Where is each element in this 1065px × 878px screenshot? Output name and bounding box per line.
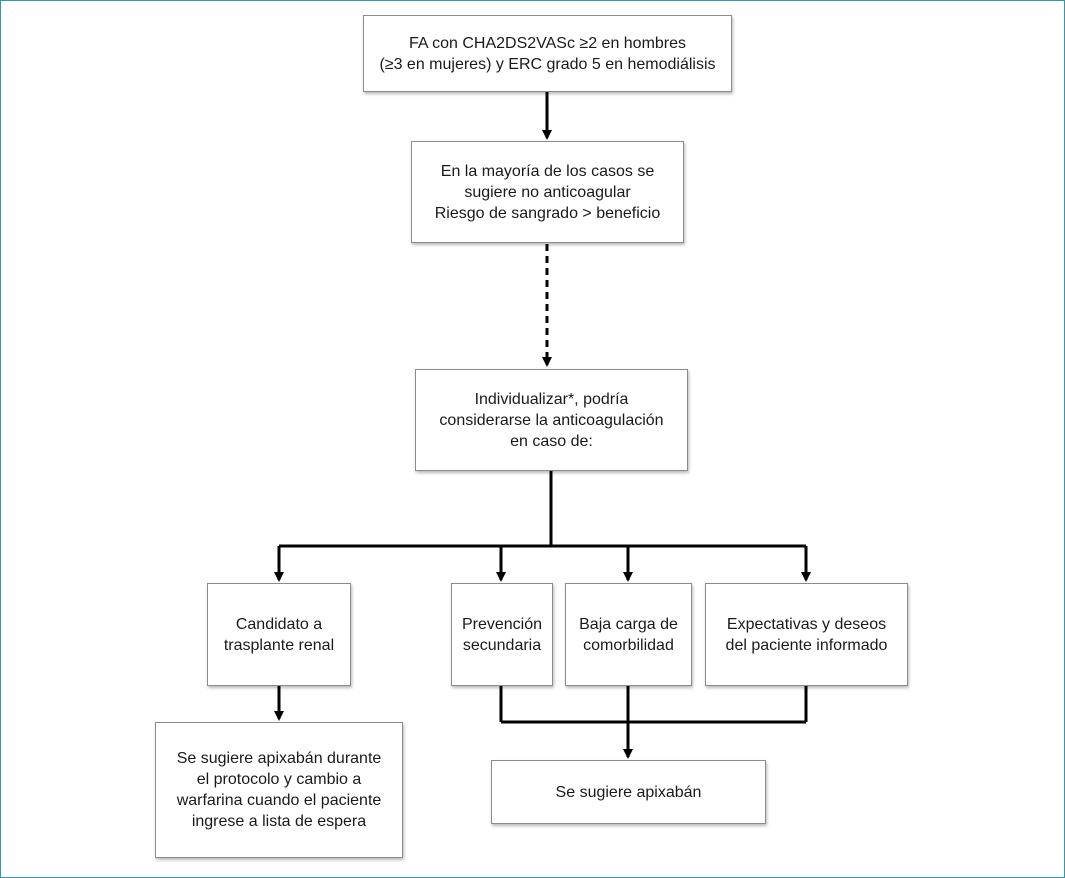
node-text-line: en caso de: — [510, 432, 593, 450]
node-text-line: secundaria — [462, 636, 542, 654]
node-text-line: Se sugiere apixabán — [555, 783, 702, 801]
node-text-line: el protocolo y cambio a — [196, 771, 362, 788]
node-text-line: FA con CHA2DS2VASc ≥2 en hombres — [408, 34, 687, 52]
node-text-line: En la mayoría de los casos se — [440, 162, 655, 180]
node-text-line: ingrese a lista de espera — [191, 813, 367, 830]
node-text-line: Individualizar*, podría — [474, 390, 629, 408]
node-text-line: Riesgo de sangrado > beneficio — [434, 204, 661, 222]
node-secondary: Prevención secundaria — [451, 583, 553, 686]
node-individualize: Individualizar*, podría considerarse la a… — [415, 369, 688, 471]
node-text-line: del paciente informado — [725, 636, 888, 654]
node-text-line: (≥3 en mujeres) y ERC grado 5 en hemodiá… — [379, 55, 716, 73]
node-text-line: trasplante renal — [223, 636, 335, 654]
node-no-anticoag: En la mayoría de los casos se sugiere no … — [411, 141, 684, 243]
node-text-line: warfarina cuando el paciente — [176, 792, 382, 809]
node-transplant: Candidato a trasplante renal — [207, 583, 351, 686]
node-start: FA con CHA2DS2VASc ≥2 en hombres (≥3 en m… — [363, 15, 732, 92]
node-comorbidity: Baja carga de comorbilidad — [565, 583, 692, 686]
node-apixaban: Se sugiere apixabán — [491, 760, 766, 824]
node-text-line: Candidato a — [235, 615, 323, 633]
node-text-line: Prevención — [461, 615, 543, 633]
node-text-line: considerarse la anticoagulación — [439, 411, 664, 429]
node-apixaban-protocol: Se sugiere apixabán durante el protocolo … — [155, 722, 403, 858]
node-text-line: sugiere no anticoagular — [464, 183, 631, 201]
node-text-line: Baja carga de — [579, 615, 678, 633]
node-text-line: comorbilidad — [583, 636, 674, 654]
node-text-line: Se sugiere apixabán durante — [176, 750, 382, 767]
node-text-line: Expectativas y deseos — [726, 615, 887, 633]
node-expectations: Expectativas y deseos del paciente inform… — [705, 583, 908, 686]
